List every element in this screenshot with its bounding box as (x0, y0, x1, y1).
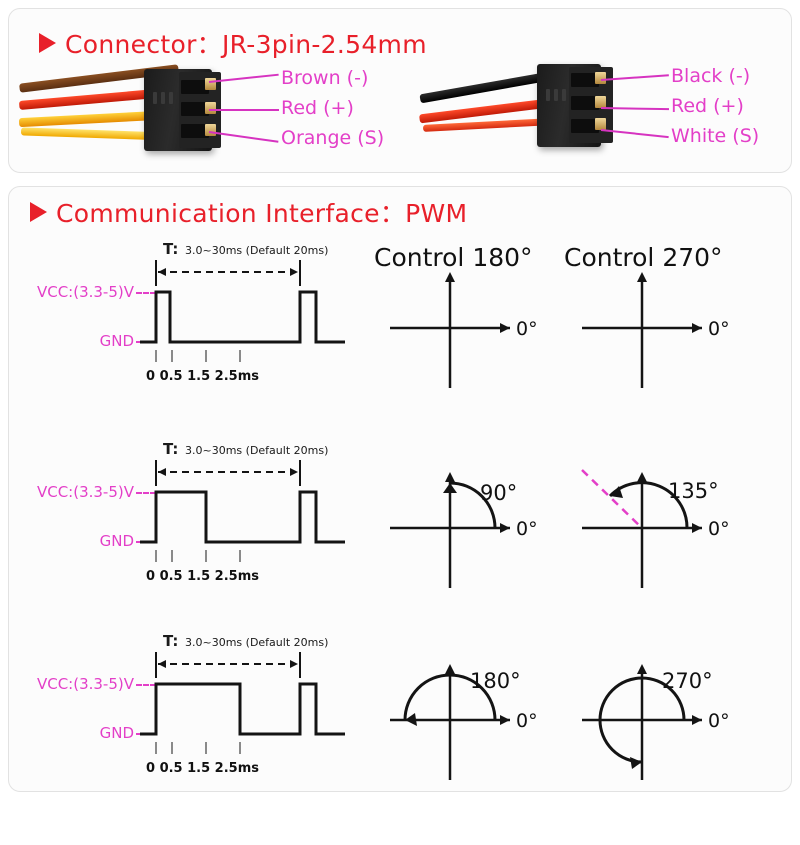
waveform-2 (140, 460, 345, 562)
period-text: 3.0~30ms (Default 20ms) (185, 444, 329, 457)
leader-line (209, 109, 279, 111)
arc-90 (449, 481, 497, 529)
connector-slot (181, 102, 209, 116)
axes-180-row2: 90° 0° (390, 472, 538, 588)
housing-ridge (562, 89, 566, 101)
angle-diagram-180-row3: 180° 0° (370, 650, 570, 845)
axes-270-row1: 0° (582, 272, 730, 388)
angle-diagram-270-row2: 135° 0° (562, 458, 762, 653)
angle-diagram-270-row1: 0° (562, 258, 762, 453)
pwm-title-text: Communication Interface：PWM (56, 199, 468, 228)
vcc-label: VCC:(3.3-5)V (36, 283, 134, 301)
axes-180-row3: 180° 0° (390, 664, 538, 780)
vcc-dash (136, 684, 156, 686)
zero-label-row3-270: 0° (708, 710, 730, 732)
connector-pin (205, 78, 216, 90)
tick-labels: 0 0.5 1.5 2.5ms (146, 569, 259, 584)
angle-value-row1-180: 0° (516, 318, 538, 340)
angle-diagram-180-row2: 90° 0° (370, 458, 570, 653)
angle-value-row1-270: 0° (708, 318, 730, 340)
arc-180 (403, 673, 497, 721)
tick-labels: 0 0.5 1.5 2.5ms (146, 369, 259, 384)
angle-value-row3-180: 180° (470, 669, 521, 693)
connector-slot (571, 96, 599, 110)
pin-label-white: White (S) (671, 125, 760, 147)
column-header-control-270: Control 270° (564, 243, 723, 272)
triangle-right-icon (39, 33, 56, 53)
pwm-row-3: T: 3.0~30ms (Default 20ms) VCC:(3.3-5)V … (0, 630, 360, 825)
vcc-label: VCC:(3.3-5)V (36, 675, 134, 693)
housing-ridge (153, 92, 157, 104)
connector-pin (205, 124, 216, 136)
arc-arrowhead (405, 713, 417, 726)
tick-labels: 0 0.5 1.5 2.5ms (146, 761, 259, 776)
arc-270 (598, 676, 686, 764)
zero-label-row3-180: 0° (516, 710, 538, 732)
pin-label-red: Red (+) (281, 97, 354, 119)
gnd-label: GND (99, 724, 134, 742)
axes-270-row2: 135° 0° (581, 469, 730, 588)
angle-diagram-270-row3: 270° 0° (562, 650, 762, 845)
arc-arrowhead (630, 757, 642, 769)
period-symbol: T: (163, 440, 179, 458)
angle-diagram-180-row1: 0° (370, 258, 570, 453)
pwm-section-title: Communication Interface：PWM (30, 194, 467, 230)
housing-ridge (161, 92, 165, 104)
pwm-row-1: T: 3.0~30ms (Default 20ms) VCC:(3.3-5)V … (0, 238, 360, 433)
connector-slot (571, 73, 599, 87)
zero-label-row2-180: 0° (516, 518, 538, 540)
column-header-control-180: Control 180° (374, 243, 533, 272)
connector-pin (595, 72, 606, 84)
pin-label-black: Black (-) (671, 65, 751, 87)
waveform-1 (140, 260, 345, 362)
arc-arrowhead (610, 486, 623, 498)
connector-pin (205, 102, 216, 114)
pin-label-red: Red (+) (671, 95, 744, 117)
arc-135 (608, 481, 689, 529)
triangle-right-icon (30, 202, 47, 222)
axes-180-row1: 0° (390, 272, 538, 388)
jr-3pin-connector-left (18, 64, 279, 164)
connector-slot (181, 124, 209, 138)
vcc-dash (136, 292, 156, 294)
period-symbol: T: (163, 632, 179, 650)
connector-panel: Connector：JR-3pin-2.54mm Brown (-) Red (… (8, 8, 792, 173)
angle-value-row2-180: 90° (480, 481, 517, 505)
connector-pin (595, 96, 606, 108)
housing-ridge (546, 89, 550, 101)
connector-pin (595, 118, 606, 130)
period-symbol: T: (163, 240, 179, 258)
gnd-label: GND (99, 532, 134, 550)
axes-270-row3: 270° 0° (582, 664, 730, 780)
connector-slot (571, 119, 599, 133)
servo-spec-sheet: Connector：JR-3pin-2.54mm Brown (-) Red (… (0, 8, 792, 792)
connector-slot (181, 80, 209, 94)
housing-ridge (169, 92, 173, 104)
zero-label-row2-270: 0° (708, 518, 730, 540)
arc-arrowhead (443, 483, 457, 493)
period-text: 3.0~30ms (Default 20ms) (185, 636, 329, 649)
angle-value-row2-270: 135° (668, 479, 719, 503)
waveform-3 (140, 652, 345, 754)
connector-title-text: Connector：JR-3pin-2.54mm (65, 30, 427, 59)
gnd-label: GND (99, 332, 134, 350)
vcc-dash (136, 492, 156, 494)
period-text: 3.0~30ms (Default 20ms) (185, 244, 329, 257)
vcc-label: VCC:(3.3-5)V (36, 483, 134, 501)
target-direction-dashed-line (581, 469, 643, 529)
pwm-row-2: T: 3.0~30ms (Default 20ms) VCC:(3.3-5)V … (0, 438, 360, 633)
angle-value-row3-270: 270° (662, 669, 713, 693)
pin-label-brown: Brown (-) (281, 67, 369, 89)
pin-label-orange: Orange (S) (281, 127, 385, 149)
pwm-panel (8, 186, 792, 792)
connector-section-title: Connector：JR-3pin-2.54mm (39, 25, 427, 61)
housing-ridge (554, 89, 558, 101)
jr-3pin-connector-right (419, 59, 669, 164)
